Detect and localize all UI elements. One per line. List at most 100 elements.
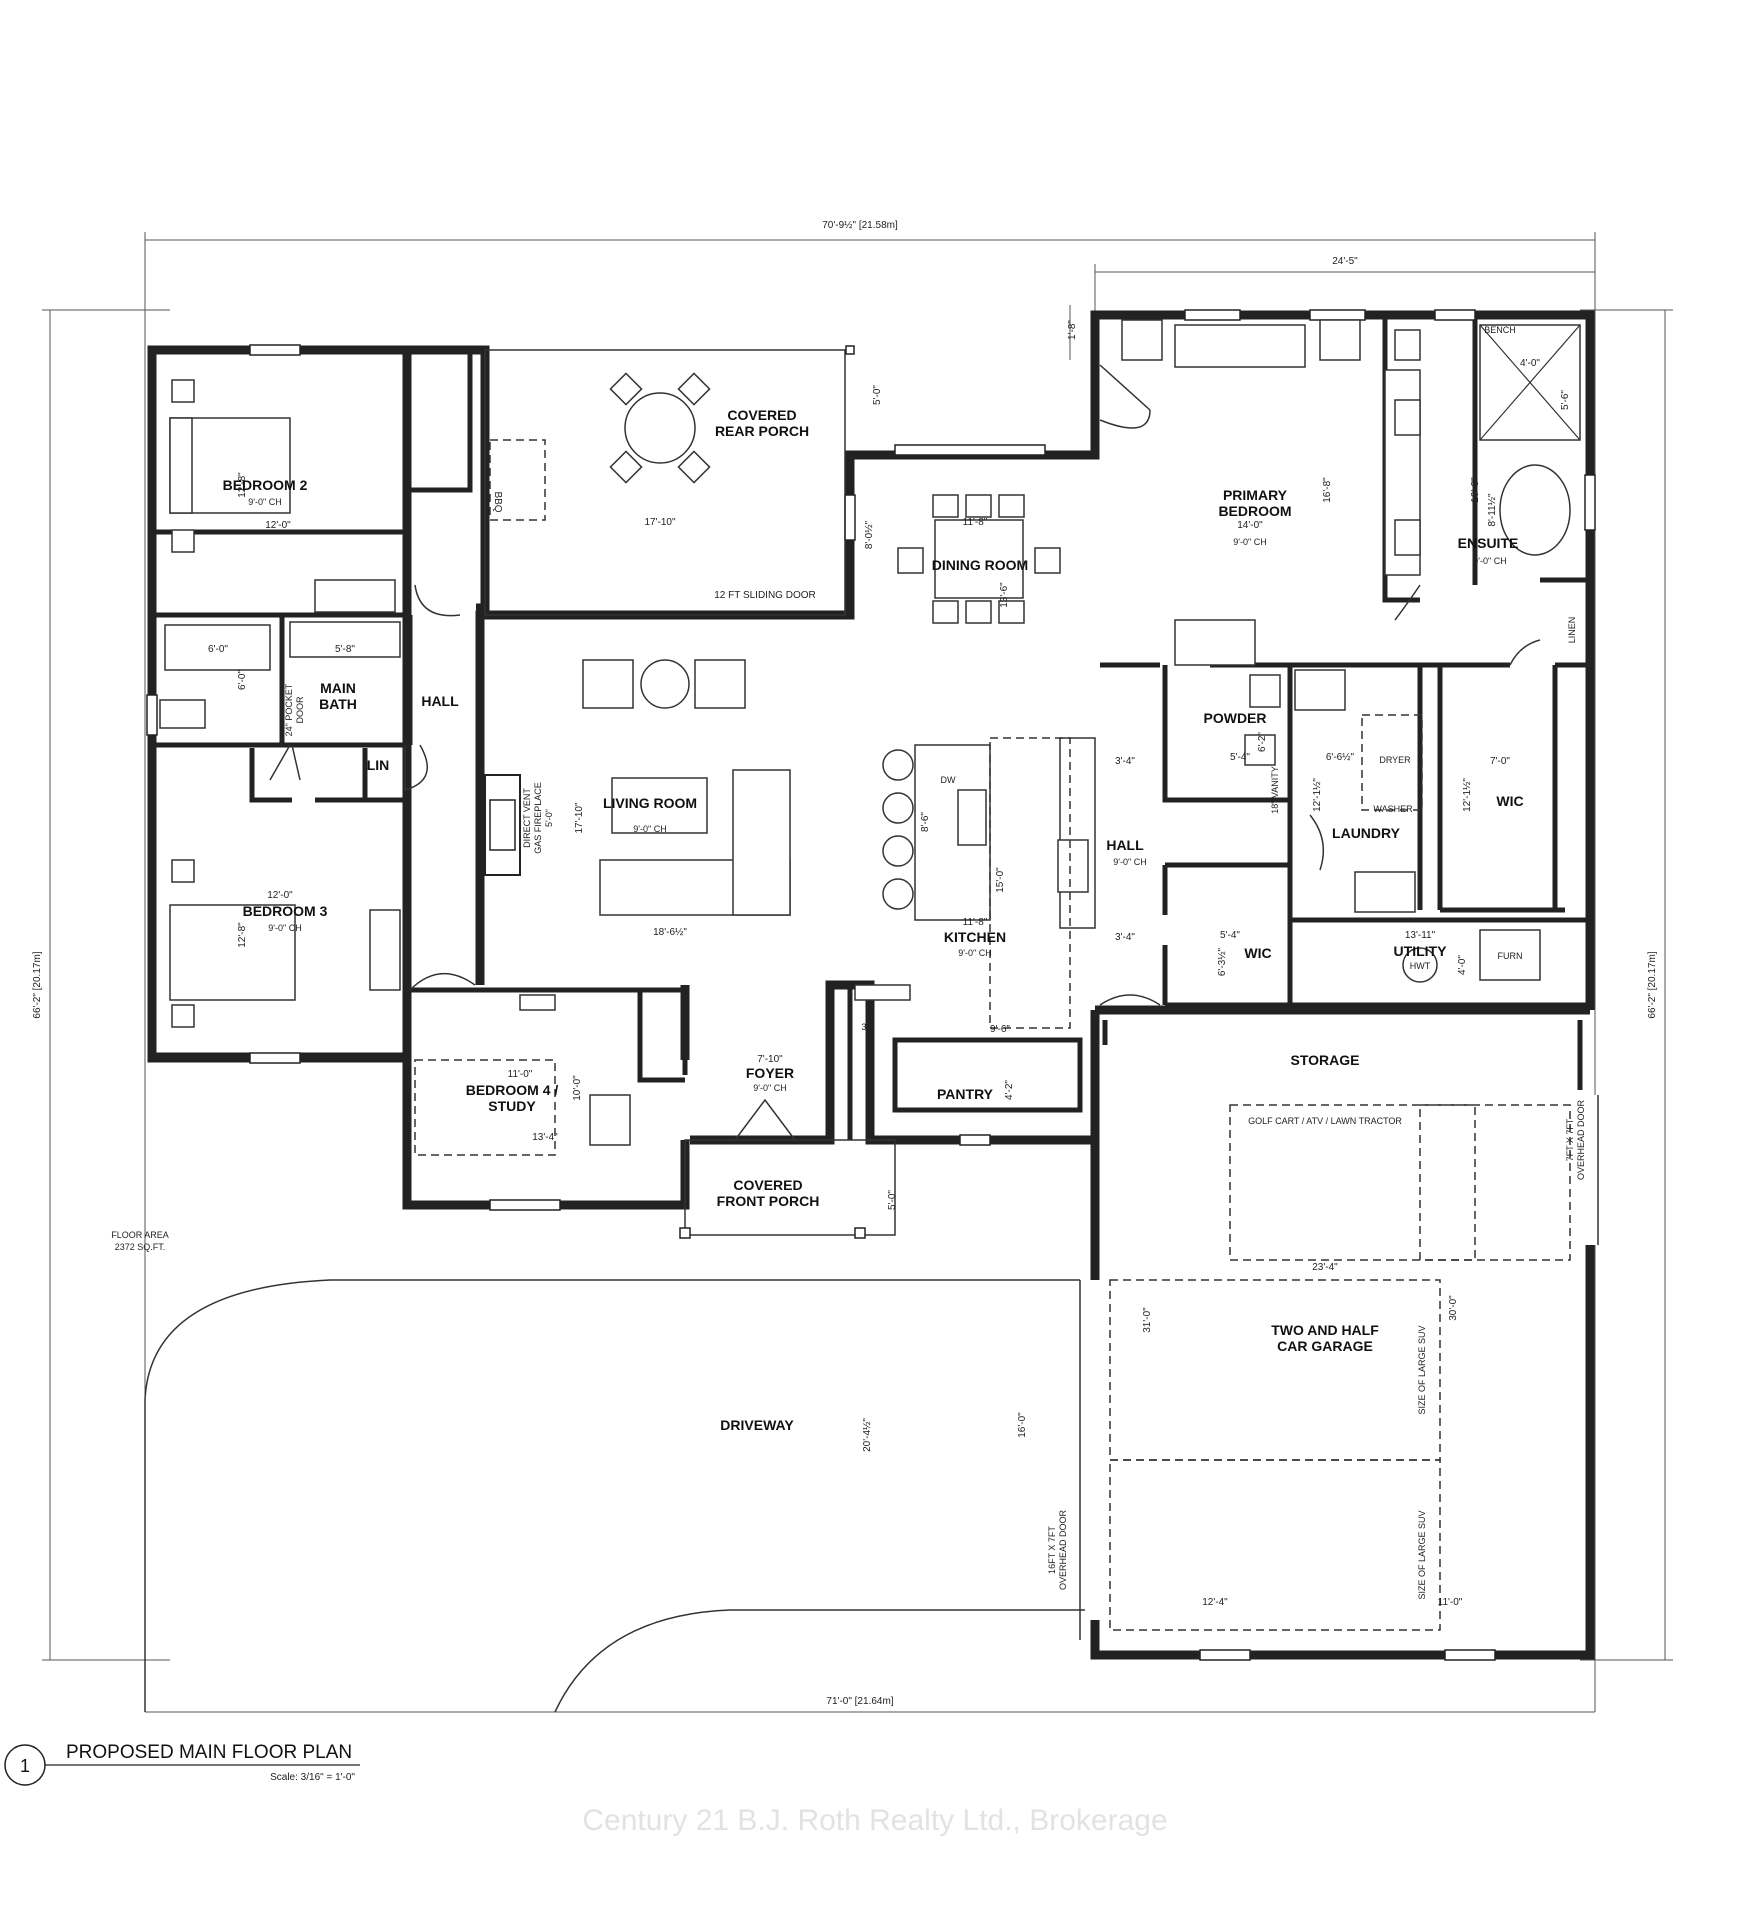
bedroom4-dim-c: 10'-0" [572,1075,583,1101]
windows [146,309,1596,1661]
linen-label: LINEN [1567,617,1577,644]
primary-height: 16'-8" [1322,477,1333,503]
dryer-label: DRYER [1379,755,1411,765]
suv-label-1: SIZE OF LARGE SUV [1417,1325,1427,1414]
rear-porch-label-1: COVERED [727,407,796,423]
primary-width: 14'-0" [1237,520,1263,531]
hall-right-label: HALL [1106,837,1144,853]
furniture [159,319,1581,1631]
fireplace-label-2: GAS FIREPLACE [533,782,543,854]
washer-label: WASHER [1373,804,1413,814]
living-ceiling: 9'-0" CH [633,824,666,834]
island-length: 8'-6" [920,812,931,832]
powder-dim-b: 5'-4" [1230,752,1250,763]
rear-porch-label-2: REAR PORCH [715,423,809,439]
main-bath-label-1: MAIN [320,680,356,696]
driveway-outline [144,1279,1080,1712]
storage-label: STORAGE [1291,1052,1360,1068]
utility-dim-a: 13'-11" [1405,930,1436,941]
garage-depth-2: 30'-0" [1448,1295,1459,1321]
garage-label-1: TWO AND HALF [1271,1322,1379,1338]
counter-label: 36" [861,1022,874,1032]
wic-right-label: WIC [1496,793,1523,809]
top-overall-dim: 70'-9½" [21.58m] [822,220,898,231]
wic-right-dim-a: 7'-0" [1490,756,1510,767]
bedroom3-height: 12'-8" [237,922,248,948]
utility-dim-b: 4'-0" [1457,955,1468,975]
overhead-door-right-2: OVERHEAD DOOR [1576,1099,1586,1180]
dining-dim-c: 8'-0½" [864,520,875,549]
ensuite-label: ENSUITE [1458,535,1519,551]
bedroom4-dim-b: 13'-4" [532,1132,558,1143]
fireplace-label-3: 5'-0" [544,809,554,827]
living-room-label: LIVING ROOM [603,795,697,811]
utility-label: UTILITY [1394,943,1448,959]
garage-door-opening-right [1580,1095,1600,1245]
laundry-dim-a: 6'-6½" [1326,752,1355,763]
overhead-door-left-2: OVERHEAD DOOR [1058,1509,1068,1590]
pocket-door-1: 24" POCKET [284,683,294,736]
furnace-label: FURN [1498,951,1523,961]
front-porch-dim: 5'-0" [887,1190,898,1210]
dining-height: 13'-6" [999,582,1010,608]
bedroom2-ceiling: 9'-0" CH [248,497,281,507]
pocket-door-2: DOOR [295,696,305,724]
title-number: 1 [20,1756,30,1776]
suv-label-2: SIZE OF LARGE SUV [1417,1510,1427,1599]
driveway-dim-b: 16'-0" [1017,1412,1028,1438]
garage-depth-1: 31'-0" [1142,1307,1153,1333]
powder-dim-a: 6'-2" [1257,732,1268,752]
hall-right-dim-a: 3'-4" [1115,756,1135,767]
wic-right-dim-b: 12'-1½" [1462,778,1473,812]
hwt-label: HWT [1410,961,1431,971]
powder-label: POWDER [1204,710,1267,726]
living-height: 17'-10" [574,802,585,833]
kitchen-ceiling: 9'-0" CH [958,948,991,958]
bedroom3-width: 12'-0" [267,890,293,901]
bath-dim-c: 6'-0" [237,670,248,690]
bedroom2-width: 12'-0" [265,520,291,531]
left-overall-dim: 66'-2" [20.17m] [32,951,43,1018]
garage-width: 23'-4" [1312,1262,1338,1273]
ensuite-dim-b: 5'-6" [1560,390,1571,410]
right-overall-dim: 66'-2" [20.17m] [1647,951,1658,1018]
overall-dimensions: 70'-9½" [21.58m] 24'-5" 71'-0" [21.64m] … [32,220,1658,1707]
garage-bottom-a: 12'-4" [1202,1597,1228,1608]
pantry-label: PANTRY [937,1086,994,1102]
door-swings [269,364,1541,1141]
ensuite-dim-d: 16'-8" [1470,477,1481,503]
bedroom4-label-1: BEDROOM 4 / [466,1082,559,1098]
driveway-label: DRIVEWAY [720,1417,794,1433]
golf-cart-label: GOLF CART / ATV / LAWN TRACTOR [1248,1116,1402,1126]
primary-label-1: PRIMARY [1223,487,1288,503]
laundry-dim-b: 12'-1½" [1312,778,1323,812]
kitchen-label: KITCHEN [944,929,1006,945]
plan-title: PROPOSED MAIN FLOOR PLAN [66,1742,352,1763]
rear-porch-outline [484,349,846,616]
bench-label: BENCH [1484,325,1516,335]
foyer-ceiling: 9'-0" CH [753,1083,786,1093]
overhead-door-right-1: 7FT X 7FT [1565,1118,1575,1161]
ensuite-dim-c: 8'-11½" [1487,493,1498,527]
hall-left-label: HALL [421,693,459,709]
room-labels: BEDROOM 2 9'-0" CH 12'-0" 12'-8" MAIN BA… [208,320,1586,1608]
hall-right-ceiling: 9'-0" CH [1113,857,1146,867]
primary-ceiling: 9'-0" CH [1233,537,1266,547]
watermark: Century 21 B.J. Roth Realty Ltd., Broker… [582,1804,1167,1837]
dining-room-label: DINING ROOM [932,557,1028,573]
fireplace-label-1: DIRECT VENT [522,788,532,848]
rear-porch-width: 17'-10" [644,517,675,528]
driveway-curve-inner [554,1609,1090,1713]
living-width: 18'-6½" [653,927,687,938]
porch-post [679,1227,691,1239]
front-porch-label-1: COVERED [733,1177,802,1193]
lin-label: LIN [367,757,390,773]
porch-post [845,345,855,355]
wic-small-dim-a: 5'-4" [1220,930,1240,941]
floor-area-line-1: FLOOR AREA [111,1230,169,1240]
bedroom2-height: 12'-8" [237,472,248,498]
dishwasher-label: DW [941,775,956,785]
rear-porch-depth: 5'-0" [872,385,883,405]
pantry-width: 9'-6" [990,1024,1010,1035]
